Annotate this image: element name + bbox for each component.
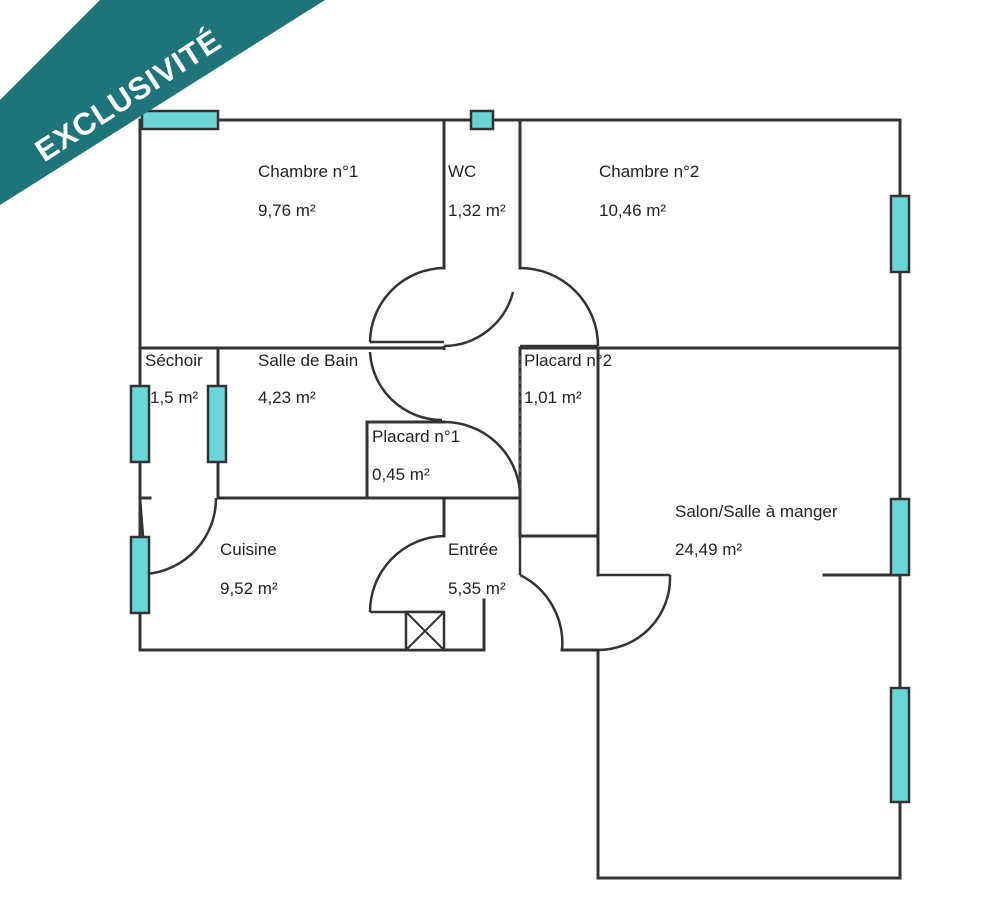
door-sdb-arc — [368, 351, 443, 422]
door-placard1-arc — [443, 420, 522, 493]
window-sechoir — [129, 384, 151, 464]
room-salon-name: Salon/Salle à manger — [675, 502, 838, 521]
door-chambre1-arc — [443, 291, 515, 348]
door-sechoir-arc — [145, 497, 218, 576]
room-cuisine-name: Cuisine — [220, 540, 277, 559]
room-chambre2-area: 10,46 m² — [599, 201, 666, 220]
room-placard2-area: 1,01 m² — [524, 388, 582, 407]
room-labels: Chambre n°1 9,76 m² WC 1,32 m² Chambre n… — [145, 162, 838, 598]
ventilation-shaft-icon — [404, 610, 446, 652]
door-wc-arc — [368, 266, 445, 343]
window-salon-lower — [889, 686, 911, 804]
window-chambre2 — [889, 194, 911, 274]
room-sdb-name: Salle de Bain — [258, 351, 358, 370]
room-sechoir-area: 1,5 m² — [150, 388, 199, 407]
door-chambre2-arc — [519, 266, 600, 347]
room-wc-area: 1,32 m² — [448, 201, 506, 220]
room-chambre1-area: 9,76 m² — [258, 201, 316, 220]
room-placard1-name: Placard n°1 — [372, 427, 460, 446]
door-entrance-arc — [519, 573, 564, 651]
door-salon-arc — [597, 574, 672, 652]
room-entree-name: Entrée — [448, 540, 498, 559]
window-kitchen — [129, 535, 151, 615]
window-salon-upper — [889, 497, 911, 577]
room-sechoir-name: Séchoir — [145, 351, 203, 370]
room-wc-name: WC — [448, 162, 476, 181]
room-cuisine-area: 9,52 m² — [220, 579, 278, 598]
window-wc — [469, 109, 495, 131]
room-placard1-area: 0,45 m² — [372, 465, 430, 484]
windows — [129, 109, 911, 804]
banner-ribbon — [0, 0, 325, 205]
room-chambre2-name: Chambre n°2 — [599, 162, 699, 181]
room-entree-area: 5,35 m² — [448, 579, 506, 598]
doors — [138, 266, 672, 652]
room-sdb-area: 4,23 m² — [258, 388, 316, 407]
room-chambre1-name: Chambre n°1 — [258, 162, 358, 181]
door-kitchen-arc — [368, 534, 445, 613]
room-placard2-name: Placard n°2 — [524, 351, 612, 370]
room-salon-area: 24,49 m² — [675, 540, 742, 559]
window-chambre1 — [140, 109, 220, 131]
window-sdb — [206, 384, 228, 464]
